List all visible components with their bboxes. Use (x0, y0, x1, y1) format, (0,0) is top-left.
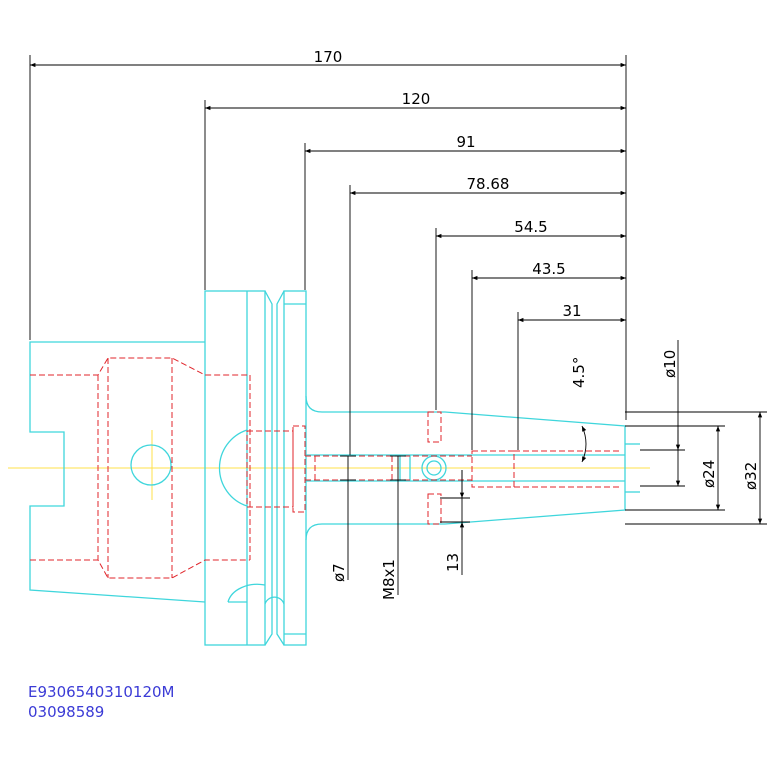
part-number: E9306540310120M (28, 683, 174, 701)
dim-31: 31 (562, 302, 581, 320)
dim-dia-10: ø10 (661, 350, 679, 378)
hidden-lines (30, 357, 620, 579)
order-code: 03098589 (28, 703, 104, 721)
dim-120: 120 (402, 90, 431, 108)
holder-outline (29, 290, 640, 646)
dim-43-5: 43.5 (532, 260, 565, 278)
dim-taper-angle: 4.5° (570, 357, 588, 388)
dim-91: 91 (456, 133, 475, 151)
dim-dia-7: ø7 (330, 563, 348, 582)
dim-78-68: 78.68 (467, 175, 510, 193)
dimension-lines (29, 55, 767, 595)
dim-thread: M8x1 (380, 559, 398, 600)
dim-54-5: 54.5 (514, 218, 547, 236)
dim-dia-24: ø24 (700, 460, 718, 488)
identification-block: E9306540310120M 03098589 (28, 683, 174, 721)
centerline (8, 430, 650, 500)
dim-170: 170 (314, 48, 343, 66)
dimension-labels: 170 120 91 78.68 54.5 43.5 31 4.5° ø10 ø… (314, 48, 760, 600)
dim-groove-width: 13 (444, 553, 462, 572)
dim-dia-32: ø32 (742, 462, 760, 490)
